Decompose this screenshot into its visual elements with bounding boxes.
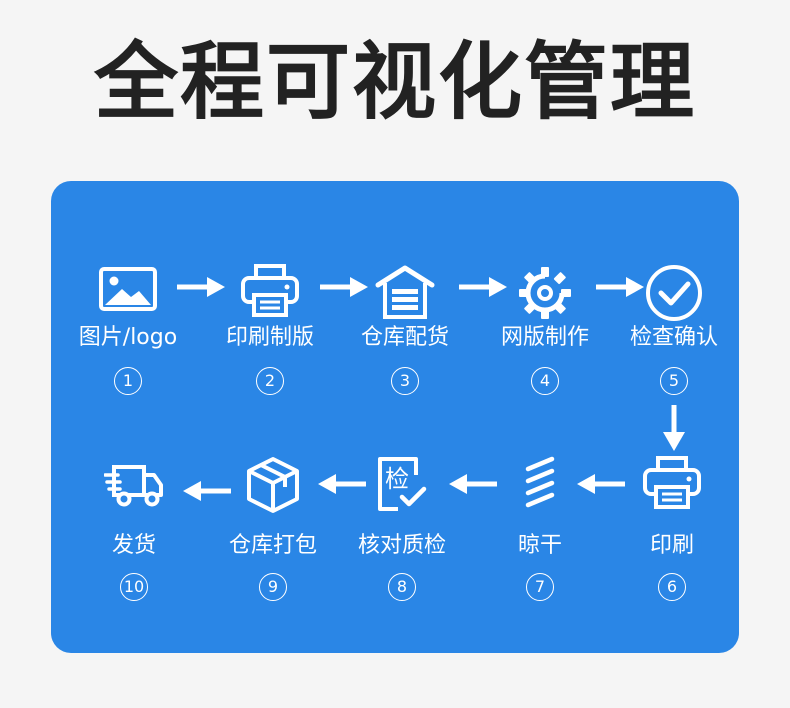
drying-lines-icon (525, 456, 555, 508)
arrow-right-icon (459, 277, 507, 297)
step-label: 仓库配货 (360, 325, 449, 350)
package-box-icon (247, 457, 299, 513)
gear-icon (519, 267, 571, 319)
step-number: 1 (114, 367, 142, 395)
step-number: 2 (256, 367, 284, 395)
step-label: 图片/logo (78, 325, 178, 350)
printer-icon (241, 264, 299, 317)
image-icon (99, 267, 157, 311)
arrow-left-icon (577, 474, 625, 494)
step-number: 9 (259, 573, 287, 601)
step-label: 印刷 (649, 533, 694, 558)
step-number: 7 (526, 573, 554, 601)
step-number: 6 (658, 573, 686, 601)
delivery-truck-icon (104, 465, 163, 507)
arrow-down-icon (663, 405, 685, 451)
step-number: 4 (531, 367, 559, 395)
step-number: 8 (388, 573, 416, 601)
page-title: 全程可视化管理 (93, 33, 696, 131)
printer-icon (643, 456, 701, 509)
arrow-left-icon (449, 474, 497, 494)
check-circle-icon (646, 265, 702, 321)
step-label: 核对质检 (357, 533, 446, 558)
arrow-right-icon (320, 277, 368, 297)
arrow-left-icon (183, 481, 231, 501)
step-label: 网版制作 (500, 325, 589, 350)
process-panel: 图片/logo 1 印刷制版 2 仓库配货 3 (51, 181, 739, 653)
step-label: 发货 (111, 533, 156, 558)
step-label: 晾干 (517, 533, 562, 558)
inspection-icon-text: 检 (385, 465, 409, 493)
inspection-icon: 检 (378, 457, 427, 511)
step-number: 10 (120, 573, 148, 601)
step-label: 检查确认 (629, 325, 718, 350)
step-number: 3 (391, 367, 419, 395)
arrow-left-icon (318, 474, 366, 494)
step-number: 5 (660, 367, 688, 395)
warehouse-icon (375, 265, 435, 319)
arrow-right-icon (596, 277, 644, 297)
arrow-right-icon (177, 277, 225, 297)
step-label: 仓库打包 (228, 533, 317, 558)
step-label: 印刷制版 (225, 325, 314, 350)
